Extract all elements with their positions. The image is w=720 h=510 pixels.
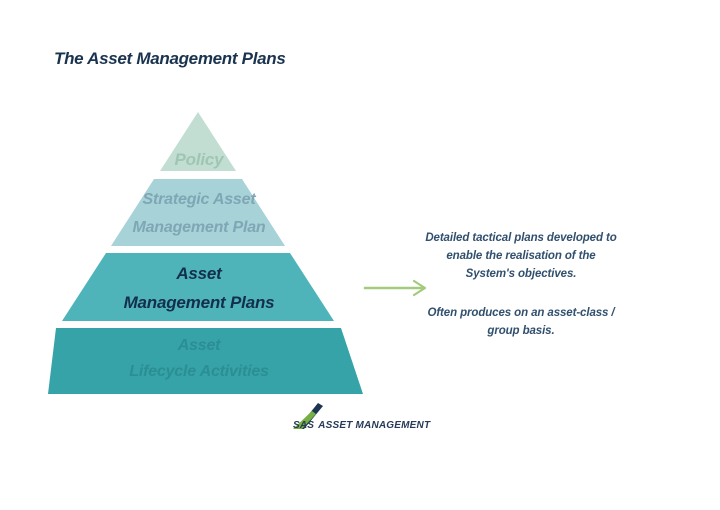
tier-label-strategic-asset-management-plan: Strategic Asset Management Plan (24, 186, 374, 242)
annotation-line: System's objectives. (465, 268, 577, 280)
annotation-line: group basis. (487, 325, 555, 337)
sas-logo-brand: SAS (293, 420, 315, 431)
pyramid-tier-policy (160, 112, 236, 171)
tier-label-line: Asset (176, 264, 222, 283)
tier-label-asset-lifecycle-activities: Asset Lifecycle Activities (24, 333, 374, 385)
tier-label-line: Management Plans (123, 293, 275, 312)
pyramid-tier-strategic-asset-management-plan (111, 179, 285, 246)
tier-label-line: Management Plan (132, 219, 266, 236)
pyramid-tier-asset-lifecycle-activities (48, 328, 363, 394)
tier-label-policy: Policy (24, 150, 374, 170)
tier-label-line: Policy (174, 150, 224, 169)
annotation-line: Detailed tactical plans developed to (425, 232, 617, 244)
annotation-line: Often produces on an asset-class / (427, 307, 615, 319)
sas-logo-icon (293, 403, 323, 429)
tier-label-line: Asset (177, 337, 221, 354)
page-title: The Asset Management Plans (54, 49, 286, 68)
annotation-note: Detailed tactical plans developed to ena… (416, 229, 626, 340)
tier-label-line: Strategic Asset (142, 191, 256, 208)
tier-label-line: Lifecycle Activities (129, 363, 269, 380)
pyramid-tier-asset-management-plans (62, 253, 334, 321)
annotation-paragraph: Often produces on an asset-class / group… (416, 304, 626, 340)
annotation-arrow-icon (363, 279, 427, 297)
tier-label-asset-management-plans: Asset Management Plans (24, 259, 374, 317)
annotation-line: enable the realisation of the (446, 250, 596, 262)
sas-logo-brand-suffix: ASSET MANAGEMENT (318, 420, 431, 431)
annotation-paragraph: Detailed tactical plans developed to ena… (416, 229, 626, 283)
